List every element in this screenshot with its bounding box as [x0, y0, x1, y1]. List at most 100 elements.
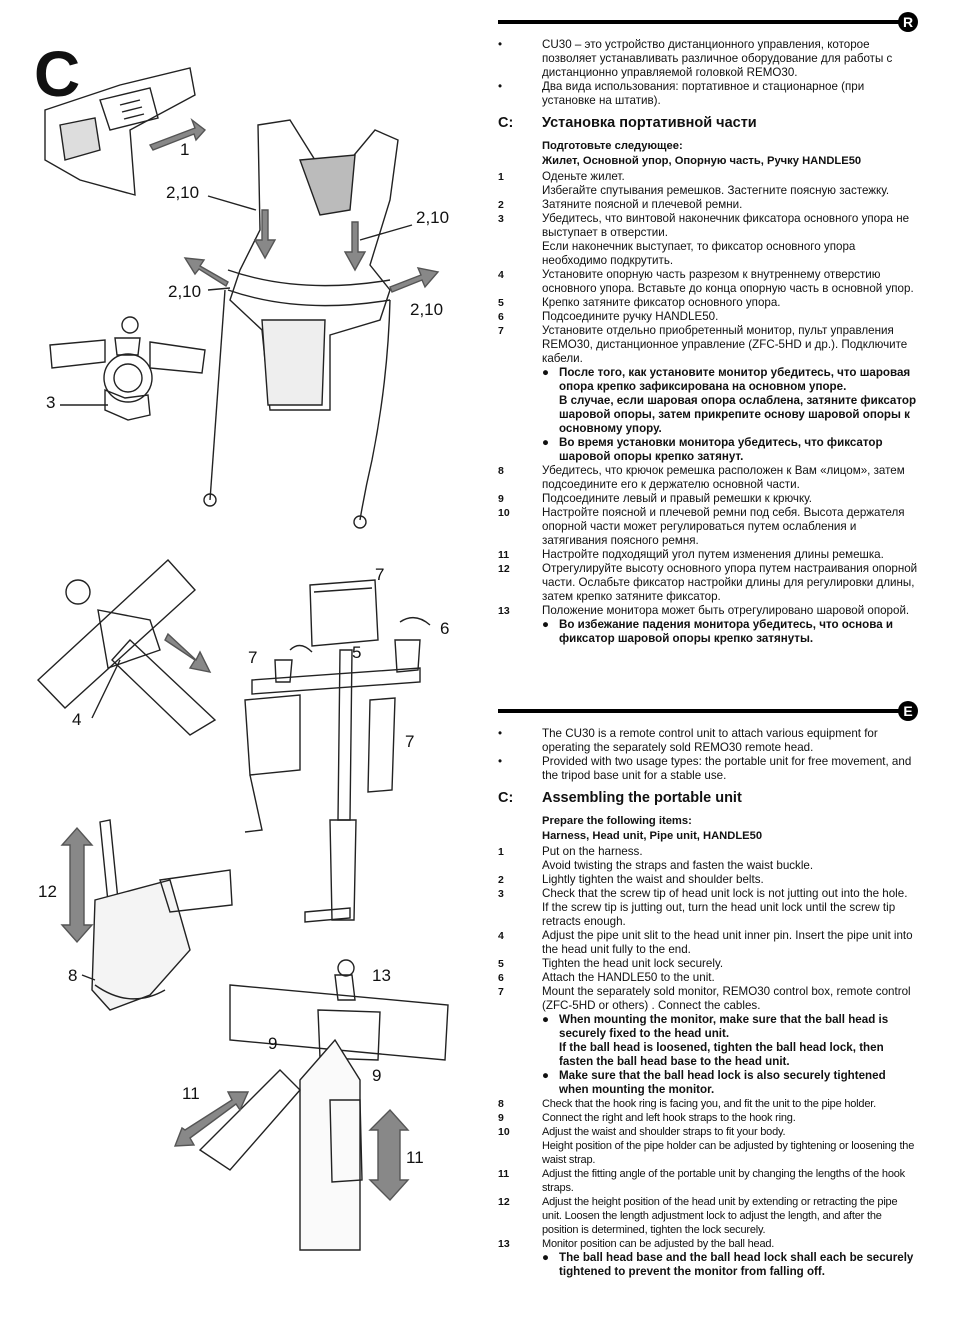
waist-buckle-drawing [44, 67, 196, 196]
step-text: Настройте поясной и плечевой ремни под с… [542, 506, 905, 547]
step-number: 8 [498, 1098, 504, 1110]
step-number: 12 [498, 1196, 510, 1208]
en-step: 11 Adjust the fitting angle of the portab… [498, 1167, 918, 1195]
step-text: Adjust the pipe unit slit to the head un… [542, 929, 913, 956]
step-number: 7 [498, 986, 504, 998]
step-text: Check that the screw tip of head unit lo… [542, 887, 908, 928]
step-number: 1 [498, 171, 504, 183]
step-text: Положение монитора может быть отрегулиро… [542, 604, 910, 617]
en-section-heading: C:Assembling the portable unit [498, 790, 742, 806]
step-text: Убедитесь, что крючок ремешка расположен… [542, 464, 905, 491]
en-intro-bullet: •Provided with two usage types: the port… [498, 755, 912, 782]
step-text: Оденьте жилет. Избегайте спутывания реме… [542, 170, 890, 197]
step-number: 2 [498, 199, 504, 211]
step-number: 9 [498, 1112, 504, 1124]
ru-section-heading: C:Установка портативной части [498, 115, 757, 131]
step-number: 10 [498, 507, 510, 519]
ru-step: 13 Положение монитора может быть отрегули… [498, 604, 918, 618]
step-number: 1 [498, 846, 504, 858]
illustration-panel: C [34, 38, 450, 1251]
callout-9-b: 9 [372, 1066, 382, 1085]
ru-step: 9 Подсоедините левый и правый ремешки к к… [498, 492, 918, 506]
step-number: 4 [498, 930, 504, 942]
step-text: Отрегулируйте высоту основного упора пут… [542, 562, 918, 603]
step-number: 4 [498, 269, 504, 281]
en-language-badge: E [898, 701, 918, 721]
en-intro-bullet: •The CU30 is a remote control unit to at… [498, 727, 878, 754]
en-header-rule [498, 709, 900, 713]
step-text: Tighten the head unit lock securely. [542, 957, 724, 970]
ru-step: 5 Крепко затяните фиксатор основного упор… [498, 296, 918, 310]
step-text: Monitor position can be adjusted by the … [542, 1238, 775, 1250]
callout-2-10-b: 2,10 [416, 208, 450, 227]
ru-intro-bullet: •Два вида использования: портативное и с… [498, 80, 865, 107]
en-prep-title: Prepare the following items: [542, 815, 692, 827]
step-number: 13 [498, 605, 510, 617]
ru-step: 8 Убедитесь, что крючок ремешка расположе… [498, 464, 918, 492]
ru-step: 7 Установите отдельно приобретенный монит… [498, 324, 918, 366]
callout-1: 1 [180, 140, 190, 159]
ru-header-rule [498, 20, 900, 24]
en-note-7: ●When mounting the monitor, make sure th… [542, 1013, 889, 1068]
en-step: 1 Put on the harness. Avoid twisting the … [498, 845, 918, 873]
figure-letter: C [34, 38, 81, 110]
step-number: 8 [498, 465, 504, 477]
callout-11-b: 11 [406, 1148, 424, 1167]
en-section: •The CU30 is a remote control unit to at… [498, 727, 918, 1279]
step-number: 3 [498, 213, 504, 225]
step-number: 12 [498, 563, 510, 575]
step-number: 5 [498, 958, 504, 970]
en-step: 10 Adjust the waist and shoulder straps t… [498, 1125, 918, 1167]
step-number: 7 [498, 325, 504, 337]
ru-note-7: ●Во время установки монитора убедитесь, … [542, 436, 883, 463]
ru-prep-items: Жилет, Основной упор, Опорную часть, Руч… [542, 155, 862, 167]
ru-step: 12 Отрегулируйте высоту основного упора п… [498, 562, 918, 604]
ru-language-badge: R [898, 12, 918, 32]
monitor-drawing [309, 579, 379, 647]
callout-4: 4 [72, 710, 82, 729]
en-prep-items: Harness, Head unit, Pipe unit, HANDLE50 [542, 830, 763, 842]
callout-7-c: 7 [405, 732, 415, 751]
step-text: Крепко затяните фиксатор основного упора… [542, 296, 781, 309]
step-number: 2 [498, 874, 504, 886]
ru-intro-bullet: •CU30 – это устройство дистанционного уп… [498, 38, 893, 79]
callout-8: 8 [68, 966, 78, 985]
callout-12: 12 [38, 882, 57, 901]
step-text: Attach the HANDLE50 to the unit. [542, 971, 715, 984]
callout-2-10-d: 2,10 [410, 300, 444, 319]
ru-step: 3 Убедитесь, что винтовой наконечник фикс… [498, 212, 918, 268]
step-text: Настройте подходящий угол путем изменени… [542, 548, 884, 561]
step-text: Установите отдельно приобретенный монито… [542, 324, 908, 365]
step-text: Затяните поясной и плечевой ремни. [542, 198, 743, 211]
callout-2-10-c: 2,10 [168, 282, 202, 301]
step-number: 11 [498, 1168, 510, 1180]
step-text: Убедитесь, что винтовой наконечник фикса… [542, 212, 910, 267]
ru-note-13: ●Во избежание падения монитора убедитесь… [542, 618, 894, 645]
en-note-7: ●Make sure that the ball head lock is al… [542, 1069, 886, 1096]
en-step: 5 Tighten the head unit lock securely. [498, 957, 918, 971]
step-text: Подсоедините левый и правый ремешки к кр… [542, 492, 813, 505]
step-text: Adjust the waist and shoulder straps to … [542, 1126, 915, 1166]
callout-13: 13 [372, 966, 391, 985]
step-number: 10 [498, 1126, 510, 1138]
en-step: 4 Adjust the pipe unit slit to the head u… [498, 929, 918, 957]
en-step: 2 Lightly tighten the waist and shoulder … [498, 873, 918, 887]
en-note-13: ●The ball head base and the ball head lo… [542, 1251, 914, 1278]
step-text: Put on the harness. Avoid twisting the s… [542, 845, 814, 872]
ru-step: 10 Настройте поясной и плечевой ремни под… [498, 506, 918, 548]
callout-5: 5 [352, 643, 362, 662]
step-text: Adjust the fitting angle of the portable… [542, 1168, 905, 1194]
step-text: Lightly tighten the waist and shoulder b… [542, 873, 764, 886]
step-number: 6 [498, 972, 504, 984]
ru-step: 1 Оденьте жилет. Избегайте спутывания рем… [498, 170, 918, 198]
step-number: 9 [498, 493, 504, 505]
step-number: 5 [498, 297, 504, 309]
assembly-illustration [36, 67, 449, 1251]
